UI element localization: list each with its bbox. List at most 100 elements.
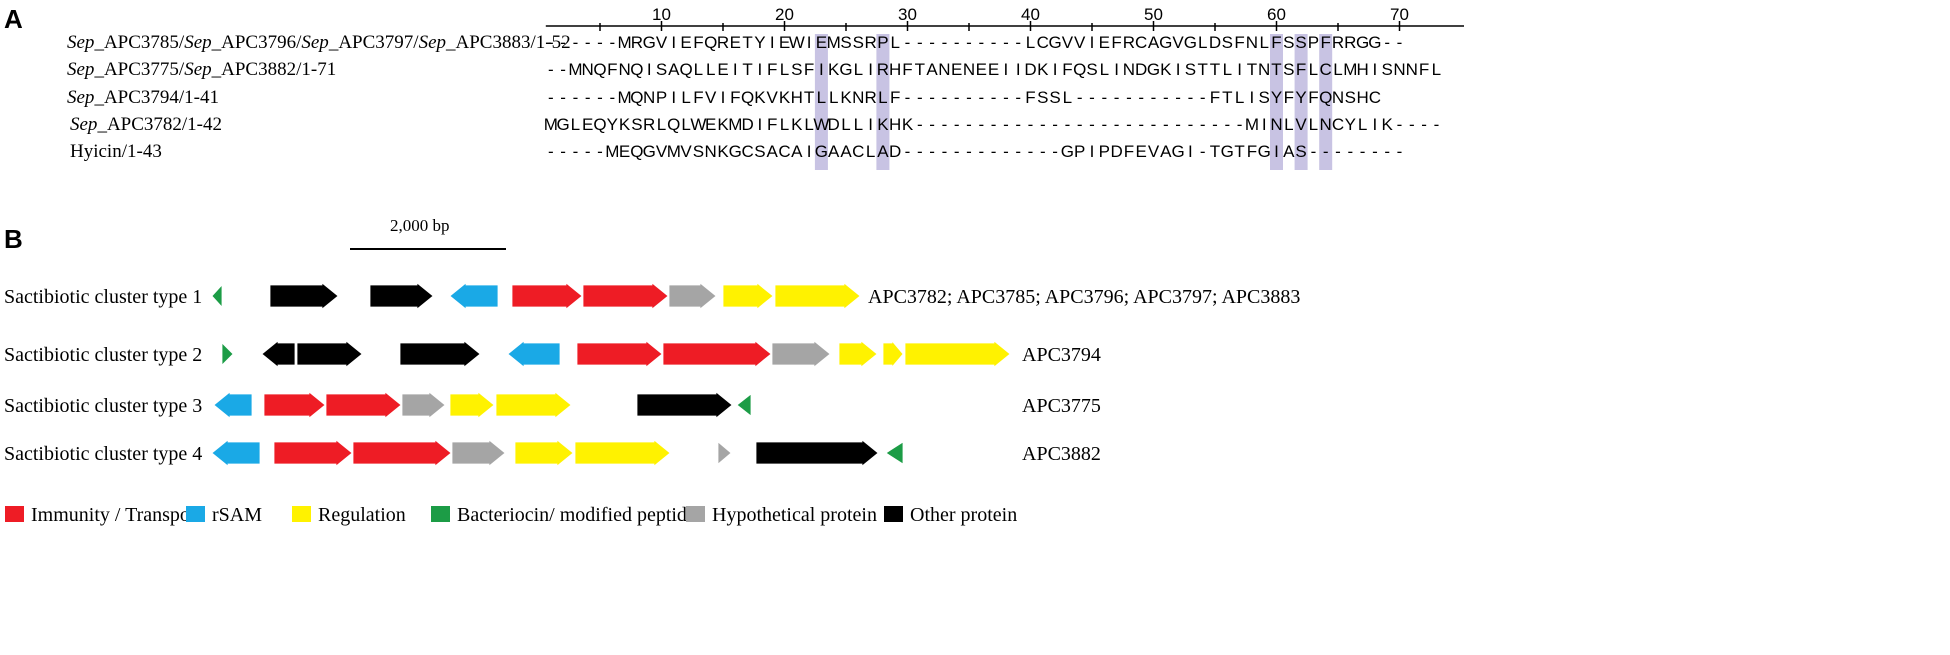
legend-swatch-other xyxy=(884,506,903,522)
legend-item: Other protein xyxy=(884,504,1017,526)
highlight-column xyxy=(1270,34,1283,170)
scale-bar: 2,000 bp xyxy=(350,216,506,250)
panel-a-letter: A xyxy=(4,4,23,34)
gene-arrow-rsam xyxy=(449,282,499,310)
legend-swatch-bacteriocin xyxy=(431,506,450,522)
gene-arrow-hypothetical xyxy=(717,441,732,465)
sequence-alignment: Sep_APC3785/Sep_APC3796/Sep_APC3797/Sep_… xyxy=(67,32,1441,162)
gene-arrow-immunity xyxy=(662,340,772,368)
ruler-number: 40 xyxy=(1021,5,1040,24)
gene-arrow-other xyxy=(636,391,733,419)
sequence-name: Sep_APC3775/Sep_APC3882/1-71 xyxy=(67,59,336,80)
cluster-strains: APC3775 xyxy=(1022,395,1101,417)
ruler-number: 20 xyxy=(775,5,794,24)
ruler-number: 30 xyxy=(898,5,917,24)
legend-item: Bacteriocin/ modified peptide xyxy=(431,504,696,526)
panel-b-letter: B xyxy=(4,224,23,254)
legend-label: rSAM xyxy=(212,504,262,526)
gene-arrow-regulation xyxy=(882,339,904,369)
gene-arrow-other xyxy=(369,282,434,310)
highlight-column xyxy=(876,34,890,170)
sequence-name: Sep_APC3794/1-41 xyxy=(67,87,219,108)
gene-cluster-row: Sactibiotic cluster type 1 APC3782; APC37… xyxy=(4,282,1300,310)
gene-arrow-immunity xyxy=(582,282,669,310)
gene-arrow-rsam xyxy=(507,340,561,368)
gene-arrow-bacteriocin xyxy=(211,283,223,309)
gene-arrow-other xyxy=(269,282,339,310)
gene-arrow-regulation xyxy=(774,282,861,310)
cluster-strains: APC3782; APC3785; APC3796; APC3797; APC3… xyxy=(868,286,1300,308)
gene-arrow-regulation xyxy=(574,439,671,467)
gene-arrow-bacteriocin xyxy=(736,393,752,417)
gene-arrow-immunity xyxy=(263,391,326,419)
cluster-strains: APC3794 xyxy=(1022,344,1101,366)
gene-arrow-other xyxy=(296,340,363,368)
gene-arrow-other xyxy=(755,439,879,467)
gene-arrow-hypothetical xyxy=(771,340,831,368)
cluster-label: Sactibiotic cluster type 1 xyxy=(4,286,202,308)
legend-label: Hypothetical protein xyxy=(712,504,877,526)
cluster-strains: APC3882 xyxy=(1022,443,1101,465)
alignment-row: Sep_APC3785/Sep_APC3796/Sep_APC3797/Sep_… xyxy=(67,32,1402,53)
cluster-label: Sactibiotic cluster type 2 xyxy=(4,344,202,366)
conserved-column-highlights xyxy=(814,34,1333,170)
scale-bar-label: 2,000 bp xyxy=(390,216,450,235)
legend-item: Hypothetical protein xyxy=(686,504,877,526)
legend-swatch-hypothetical xyxy=(686,506,705,522)
alignment-ruler: 10 20 30 40 50 60 70 xyxy=(545,5,1464,31)
gene-arrow-immunity xyxy=(352,439,452,467)
gene-arrow-immunity xyxy=(325,391,402,419)
gene-arrow-regulation xyxy=(449,391,495,419)
legend-swatch-immunity xyxy=(5,506,24,522)
legend: Immunity / Transport rSAM Regulation Bacter… xyxy=(5,504,1017,526)
gene-arrow-immunity xyxy=(511,282,583,310)
gene-arrow-bacteriocin xyxy=(221,342,234,366)
gene-arrow-immunity xyxy=(273,439,353,467)
ruler-number: 50 xyxy=(1144,5,1163,24)
legend-swatch-regulation xyxy=(292,506,311,522)
gene-arrow-regulation xyxy=(514,439,574,467)
gene-arrow-bacteriocin xyxy=(885,441,904,465)
gene-arrow-hypothetical xyxy=(451,439,506,467)
highlight-column xyxy=(1319,34,1333,170)
legend-item: rSAM xyxy=(186,504,262,526)
gene-arrow-immunity xyxy=(576,340,663,368)
gene-arrow-hypothetical xyxy=(401,391,446,419)
legend-item: Regulation xyxy=(292,504,406,526)
gene-arrow-hypothetical xyxy=(668,282,717,310)
ruler-number: 10 xyxy=(652,5,671,24)
gene-arrow-regulation xyxy=(495,391,572,419)
gene-arrow-other xyxy=(399,340,481,368)
gene-clusters: Sactibiotic cluster type 1 APC3782; APC37… xyxy=(4,282,1300,467)
gene-arrow-other xyxy=(261,340,296,368)
legend-item: Immunity / Transport xyxy=(5,504,203,526)
legend-label: Regulation xyxy=(318,504,406,526)
gene-arrow-regulation xyxy=(838,340,878,368)
legend-label: Other protein xyxy=(910,504,1017,526)
ruler-number: 70 xyxy=(1390,5,1409,24)
legend-label: Immunity / Transport xyxy=(31,504,203,526)
gene-arrow-rsam xyxy=(213,391,253,419)
highlight-column xyxy=(814,34,828,170)
gene-arrow-rsam xyxy=(211,439,261,467)
legend-label: Bacteriocin/ modified peptide xyxy=(457,504,696,526)
cluster-label: Sactibiotic cluster type 4 xyxy=(4,443,202,465)
sequence-name: Sep_APC3785/Sep_APC3796/Sep_APC3797/Sep_… xyxy=(67,32,571,53)
gene-cluster-row: Sactibiotic cluster type 2 APC3794 xyxy=(4,339,1101,369)
gene-arrow-regulation xyxy=(904,340,1011,368)
highlight-column xyxy=(1294,34,1308,170)
sequence-name: Sep_APC3782/1-42 xyxy=(70,114,222,135)
ruler-number: 60 xyxy=(1267,5,1286,24)
gene-cluster-row: Sactibiotic cluster type 4 APC3882 xyxy=(4,439,1101,467)
